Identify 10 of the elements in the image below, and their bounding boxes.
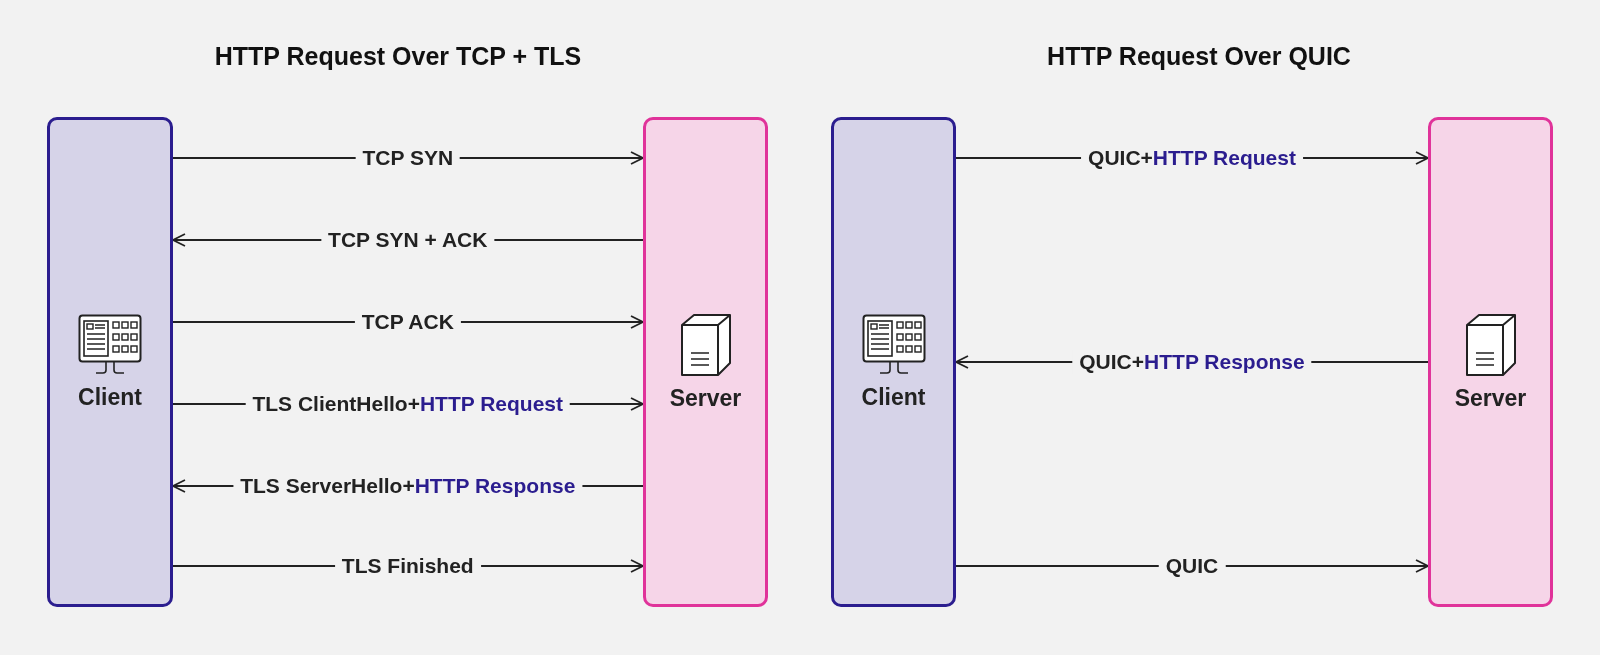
server-panel	[643, 117, 768, 607]
section-heading: HTTP Request Over QUIC	[1047, 42, 1351, 71]
node-label: Client	[78, 383, 142, 411]
node-label: Server	[669, 384, 742, 412]
server-panel	[1428, 117, 1553, 607]
client-panel	[831, 117, 956, 607]
client-panel	[47, 117, 173, 607]
section-heading: HTTP Request Over TCP + TLS	[214, 42, 582, 71]
node-label: Client	[861, 383, 926, 411]
node-label: Server	[1454, 384, 1527, 412]
